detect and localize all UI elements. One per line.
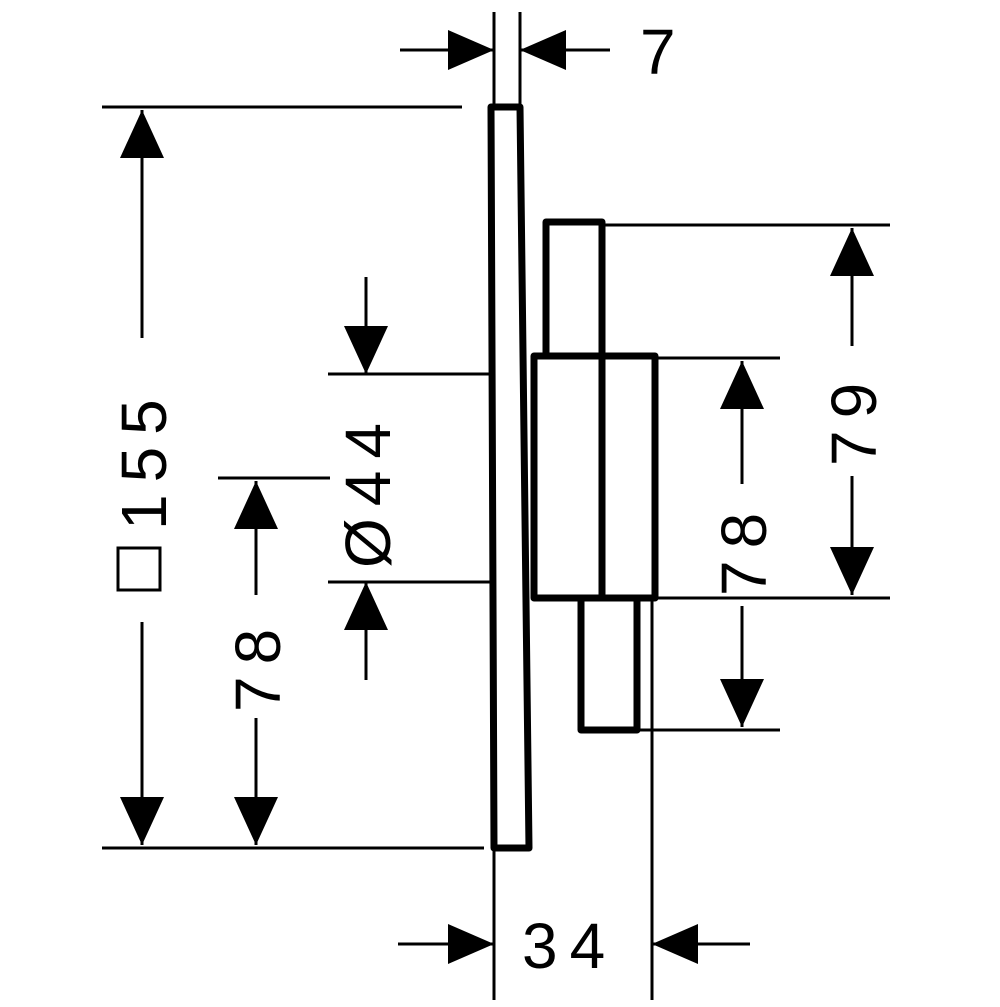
dim-label-lower-offset: 78 <box>222 617 294 712</box>
wall-plate <box>487 103 533 852</box>
dim-label-right-height-inner: 78 <box>708 501 780 596</box>
dim-total-depth: 34 <box>398 910 750 982</box>
dim-cylinder-diameter: Ø44 <box>332 277 404 680</box>
dim-label-right-height-outer: 79 <box>818 371 890 466</box>
square-symbol <box>116 546 162 592</box>
dim-plate-size: 155 <box>108 110 180 845</box>
dim-right-height-outer: 79 <box>818 228 890 595</box>
object-outline <box>487 103 659 852</box>
dim-label-total-depth: 34 <box>522 910 617 982</box>
lower-handle <box>577 594 641 734</box>
dim-label-plate-thickness: 7 <box>640 16 688 88</box>
dim-label-cylinder-diameter: Ø44 <box>332 411 404 568</box>
dim-lower-offset: 78 <box>222 481 294 845</box>
cylinder-body <box>530 352 659 602</box>
dim-label-plate-size: 155 <box>108 387 180 530</box>
extension-lines <box>102 12 890 1000</box>
upper-handle <box>542 218 606 362</box>
dim-right-height-inner: 78 <box>708 361 780 727</box>
dim-plate-thickness: 7 <box>400 16 688 88</box>
